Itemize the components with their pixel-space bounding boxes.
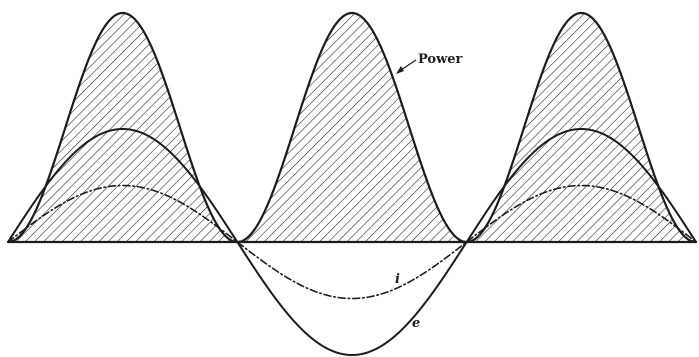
power-curve-line [6, 11, 698, 244]
voltage-curve-e [7, 128, 697, 356]
power-label-arrowhead [396, 66, 404, 74]
voltage-curve-line [7, 128, 697, 356]
current-curve-i [7, 184, 697, 300]
power-curve [6, 11, 698, 244]
current-curve-line [7, 184, 697, 300]
power-hatch-fill [8, 13, 696, 242]
current-label: i [395, 272, 400, 287]
voltage-label: e [412, 316, 420, 331]
power-hatched-area [8, 13, 696, 242]
power-label: Power [418, 52, 463, 67]
